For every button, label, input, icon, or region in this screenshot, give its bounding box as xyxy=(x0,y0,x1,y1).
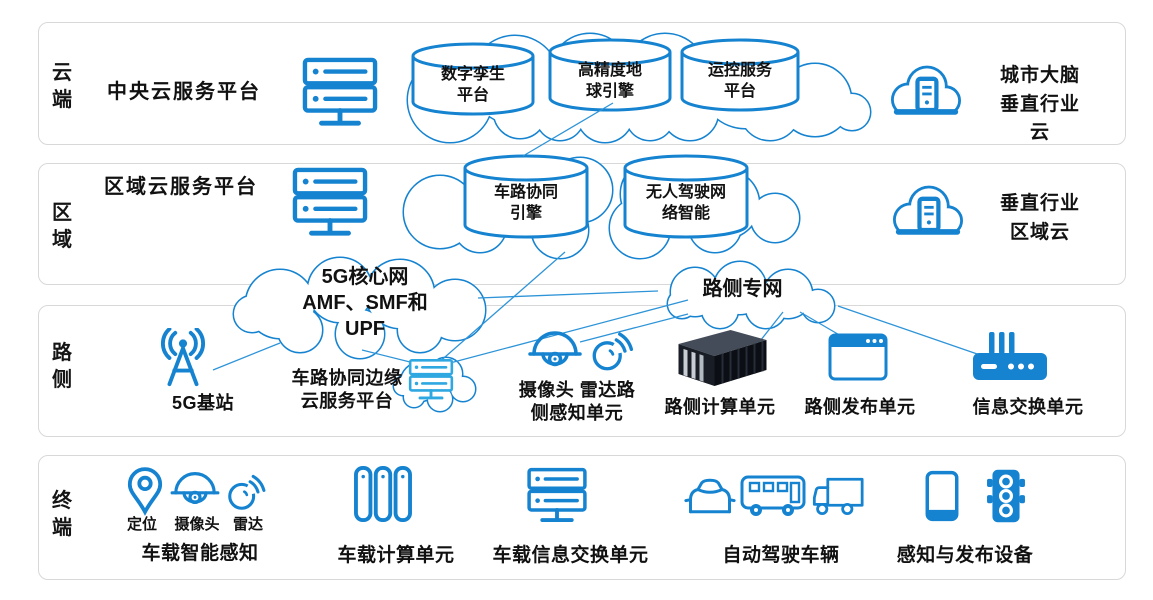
roadside-private-net-label: 路侧专网 xyxy=(702,278,783,300)
region-cloud-platform-title: 区域云服务平台 xyxy=(104,176,258,198)
browser-window-icon xyxy=(827,333,889,381)
cylinder-digital-twin xyxy=(411,42,535,116)
cylinder-label-digital-twin: 数字孪生 平台 xyxy=(440,66,505,105)
bus-icon xyxy=(740,472,806,518)
roadside-computing-unit-label: 路侧计算单元 xyxy=(664,397,776,417)
server-bars-icon xyxy=(354,466,412,522)
roadside-sensing-unit-label: 摄像头 雷达路 侧感知单元 xyxy=(518,380,636,424)
server-rack-icon xyxy=(526,466,588,526)
truck-icon xyxy=(812,475,864,517)
radar-sub-label: 雷达 xyxy=(232,516,263,533)
edge-cloud-platform-label: 车路协同边缘 云服务平台 xyxy=(291,368,403,412)
dome-camera-icon xyxy=(170,470,220,512)
onboard-info-exchange-unit-label: 车载信息交换单元 xyxy=(492,545,649,566)
traffic-light-icon xyxy=(986,468,1026,524)
cylinder-label-autonomous-ai: 无人驾驶网 络智能 xyxy=(645,184,726,223)
cylinder-label-operation-control: 运控服务 平台 xyxy=(707,62,772,101)
cylinder-operation-control xyxy=(680,38,800,112)
antenna-icon xyxy=(152,328,214,388)
cylinder-label-v2x-engine: 车路协同 引擎 xyxy=(493,184,558,223)
5g-core-network-label: 5G核心网 AMF、SMF和 UPF xyxy=(302,266,428,340)
roadside-publishing-unit-label: 路侧发布单元 xyxy=(804,397,916,417)
onboard-sensing-label: 车载智能感知 xyxy=(141,543,259,564)
server-rack-icon xyxy=(290,166,370,240)
positioning-sub-label: 定位 xyxy=(126,516,157,533)
router-icon xyxy=(972,330,1048,382)
row-label-region: 区 域 xyxy=(52,202,72,251)
cylinder-autonomous-network-ai xyxy=(623,154,749,239)
vertical-industry-region-cloud-label: 垂直行业 区域云 xyxy=(999,193,1080,243)
server-rack-icon xyxy=(300,56,380,130)
row-label-terminal: 终 端 xyxy=(52,490,72,539)
info-exchange-unit-label: 信息交换单元 xyxy=(972,397,1084,417)
cylinder-earth-engine xyxy=(548,38,672,112)
city-brain-cloud-label: 城市大脑 垂直行业 云 xyxy=(999,65,1080,143)
industrial-computer-icon xyxy=(666,326,771,388)
autonomous-vehicles-label: 自动驾驶车辆 xyxy=(722,545,840,566)
row-label-cloud: 云 端 xyxy=(52,62,72,111)
radar-icon xyxy=(224,468,270,514)
onboard-computing-unit-label: 车载计算单元 xyxy=(337,545,455,566)
camera-sub-label: 摄像头 xyxy=(174,516,220,533)
5g-base-station-label: 5G基站 xyxy=(171,393,234,413)
row-label-roadside: 路 侧 xyxy=(52,342,72,391)
radar-icon xyxy=(588,326,638,374)
car-icon xyxy=(684,477,736,515)
pin-icon xyxy=(126,466,164,516)
cylinder-v2x-engine xyxy=(463,154,589,239)
sensing-publishing-devices-label: 感知与发布设备 xyxy=(896,545,1034,566)
central-cloud-platform-title: 中央云服务平台 xyxy=(107,81,261,103)
cylinder-label-earth-engine: 高精度地 球引擎 xyxy=(577,62,642,101)
phone-icon xyxy=(922,470,962,522)
dome-camera-icon xyxy=(528,329,582,375)
band-roadside-tier xyxy=(38,305,1126,437)
